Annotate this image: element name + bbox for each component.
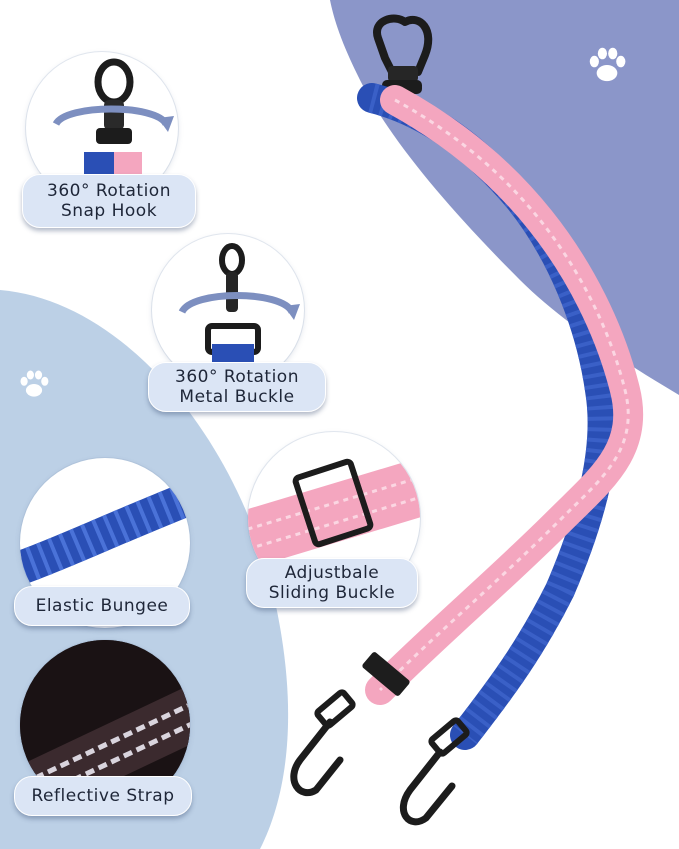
paw-icon <box>20 370 49 397</box>
paw-icon <box>234 800 263 827</box>
snap-hook-label: 360° Rotation Snap Hook <box>22 174 196 228</box>
metal-buckle-label-line-1: 360° Rotation <box>175 367 299 387</box>
sliding-buckle-label-line-2: Sliding Buckle <box>268 583 396 603</box>
metal-buckle-label: 360° Rotation Metal Buckle <box>148 362 326 412</box>
slider-buckle-icon <box>292 458 374 548</box>
blue-bungee-strap <box>357 83 618 750</box>
snap-hook-label-line-2: Snap Hook <box>60 201 158 221</box>
metal-buckle-detail-photo <box>152 234 304 386</box>
snap-hook-icon <box>290 689 356 797</box>
strap-slider-icon <box>362 652 410 696</box>
reflective-strap-label: Reflective Strap <box>14 776 192 816</box>
elastic-bungee-label: Elastic Bungee <box>14 586 190 626</box>
elastic-bungee-label-text: Elastic Bungee <box>35 596 169 616</box>
sliding-buckle-label: Adjustbale Sliding Buckle <box>246 558 418 608</box>
reflective-strap-label-text: Reflective Strap <box>31 786 175 806</box>
snap-hook-icon <box>399 717 470 826</box>
metal-buckle-label-line-2: Metal Buckle <box>179 387 295 407</box>
paw-icon <box>589 47 626 82</box>
sliding-buckle-label-line-1: Adjustbale <box>284 563 380 583</box>
snap-hook-label-line-1: 360° Rotation <box>47 181 171 201</box>
rotation-arrow-icon <box>178 292 296 315</box>
top-swivel-ring-icon <box>373 14 433 94</box>
